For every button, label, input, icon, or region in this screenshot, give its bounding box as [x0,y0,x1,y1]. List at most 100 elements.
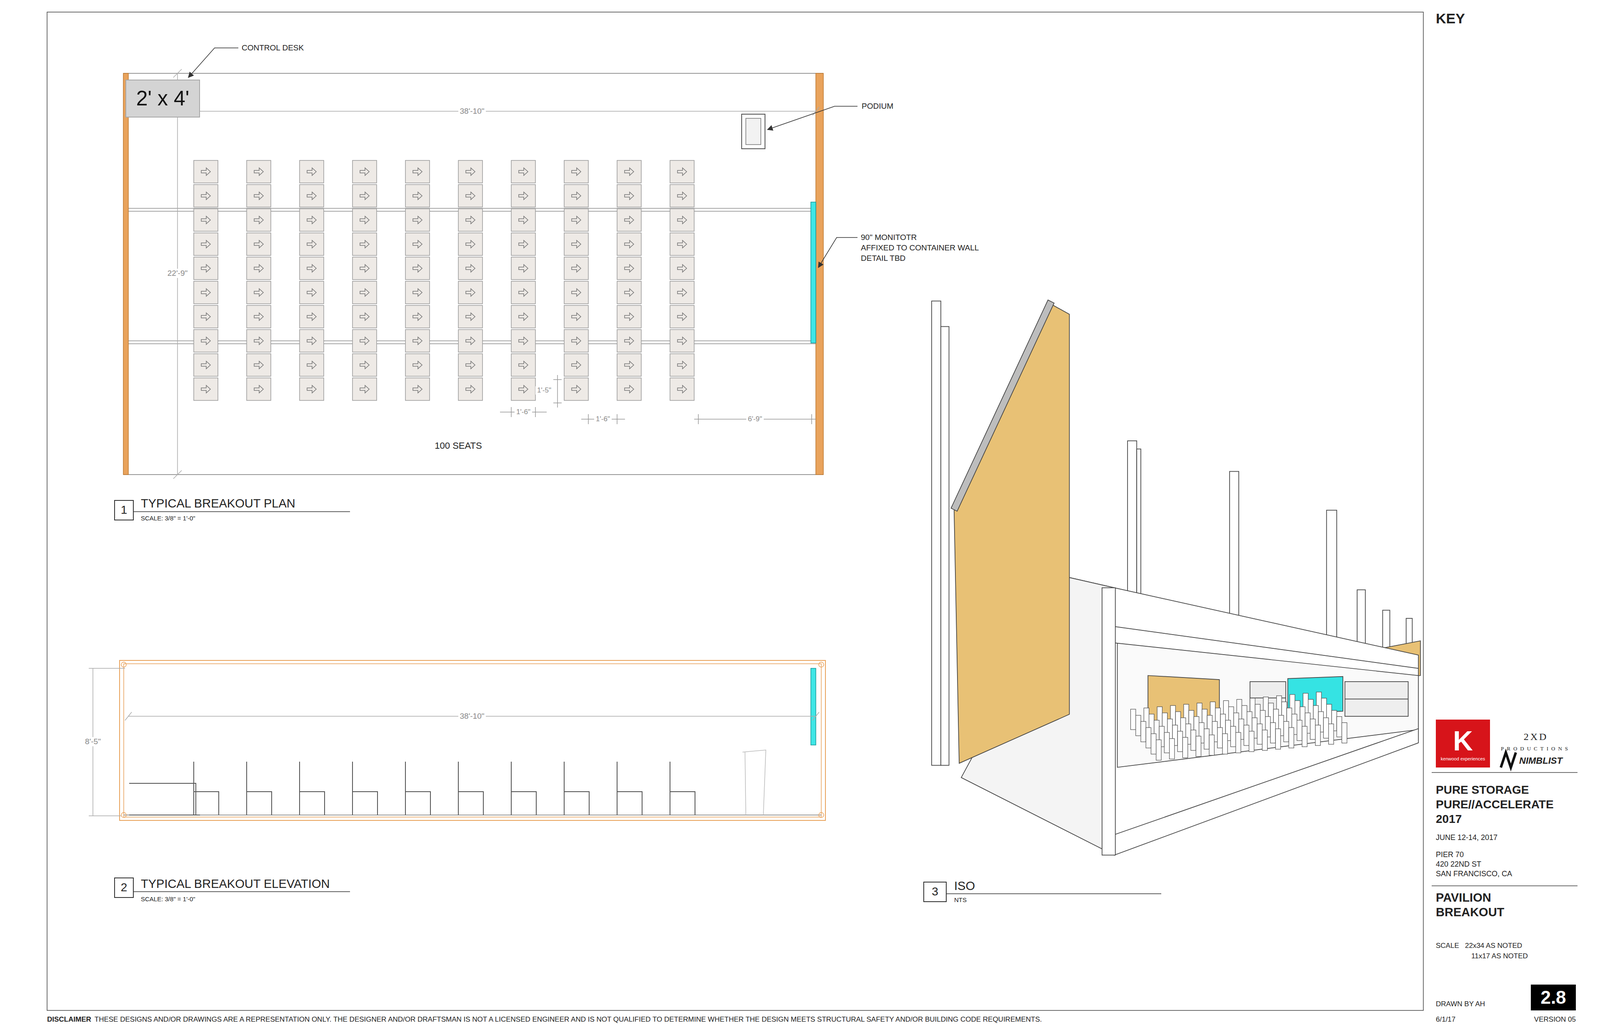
seat-symbol [518,361,528,369]
seat-symbol [193,232,218,256]
seat-symbol [564,353,589,377]
callout-text: 90" MONITOTR [860,232,917,243]
leader-line [818,237,858,268]
seat-symbol [624,312,634,321]
seat-symbol [670,353,695,377]
seat-symbol [360,216,370,224]
seat-symbol [405,305,430,328]
seat-symbol [405,377,430,401]
seat-symbol [458,184,483,208]
chair-elevation [458,761,484,815]
seat-symbol [511,232,536,256]
iso-view [1127,440,1137,615]
iso-view [1345,698,1409,700]
seat-symbol [193,305,218,328]
seat-symbol [193,208,218,232]
seat-symbol [518,337,528,345]
seat-symbol [246,257,271,280]
address-line: PIER 70 [1435,850,1464,860]
seat-symbol [624,216,634,224]
seat-symbol [193,257,218,280]
seat-symbol [564,305,589,328]
seat-symbol [564,353,589,377]
seat-symbol [201,385,211,393]
seat-symbol [193,281,218,304]
seat-symbol [511,208,536,232]
chair-iso [1283,721,1289,742]
project-title: PURE STORAGE PURE//ACCELERATE 2017 [1435,782,1578,827]
seat-symbol [360,288,370,297]
seat-symbol [458,281,483,304]
seat-symbol [564,184,589,208]
seat-symbol [564,281,589,304]
seat-symbol [677,312,687,321]
chair-iso [1169,738,1175,760]
sheet-number-box: 2.8 [1530,984,1576,1011]
seat-symbol [670,281,695,304]
seat-symbol [617,184,642,208]
chair-iso [1195,736,1201,757]
iso-view [1114,728,1419,856]
seat-symbol [307,361,317,369]
chair-iso [1310,719,1316,740]
seat-symbol [670,184,695,208]
seat-symbol [624,385,634,393]
seat-symbol [299,353,324,377]
seat-symbol [511,232,536,256]
seat-symbol [405,160,430,183]
seat-symbol [617,232,642,256]
dimension-line [125,712,132,721]
monitor-symbol [810,202,816,343]
seat-symbol [617,281,642,304]
seat-symbol [511,257,536,280]
seat-symbol [307,288,317,297]
seat-symbol [677,192,687,200]
elevation-room [119,660,826,821]
seat-symbol [254,167,264,176]
seat-symbol [677,167,687,176]
box-label: 2 [120,881,128,895]
seat-symbol [405,184,430,208]
scale-text: 11x17 AS NOTED [1471,952,1528,961]
seat-symbol [299,160,324,183]
seat-symbol [299,257,324,280]
chair-elevation [352,761,378,815]
seat-symbol [670,329,695,353]
box-label: K [1452,725,1473,757]
seat-symbol [405,329,430,353]
seat-symbol [617,353,642,377]
seat-symbol [299,329,324,353]
seat-symbol [571,385,581,393]
seat-symbol [670,257,695,280]
seat-symbol [201,240,211,248]
seat-symbol [254,361,264,369]
seat-symbol [193,353,218,377]
chair-iso [1315,725,1321,746]
seat-symbol [193,184,218,208]
seat-symbol [564,184,589,208]
seat-symbol [246,184,271,208]
dimension-text: 8'-5" [83,737,103,747]
seat-symbol [307,312,317,321]
seat-symbol [511,305,536,328]
seat-symbol [670,208,695,232]
scale-note: NTS [954,896,967,904]
seat-symbol [458,281,483,304]
chair-iso [1243,725,1249,746]
chair-iso [1230,726,1236,747]
seat-symbol [352,377,377,401]
dimension-line [553,402,562,404]
seat-symbol [670,184,695,208]
seat-symbol [299,184,324,208]
seat-symbol [246,232,271,256]
seat-symbol [405,208,430,232]
seat-symbol [201,264,211,273]
podium-symbol [741,114,765,149]
seat-symbol [670,305,695,328]
seat-symbol [511,281,536,304]
seat-symbol [564,232,589,256]
seat-symbol [254,312,264,321]
dimension-line [125,69,820,479]
seat-symbol [246,184,271,208]
seat-symbol [571,337,581,345]
